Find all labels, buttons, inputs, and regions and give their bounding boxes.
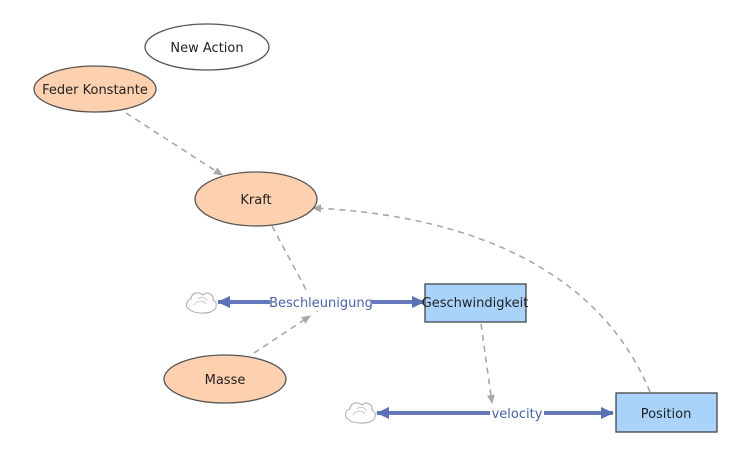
node-masse[interactable]: Masse [163,354,287,404]
node-geschwindigkeit[interactable]: Geschwindigkeit [422,283,529,323]
flow-label-velocity: velocity [492,407,543,422]
cloud-icon [186,292,217,314]
flow-label-beschleunigung: Beschleunigung [269,296,373,311]
flow-beschleunigung[interactable]: Beschleunigung [217,293,425,311]
link-geschwindigkeit-velocity [480,323,495,404]
flow-velocity[interactable]: velocity [376,404,614,422]
node-label: Masse [205,373,246,388]
node-label: Geschwindigkeit [422,296,529,311]
flow-label-bg [490,404,544,422]
link-masse-beschleunigung [253,315,311,354]
node-position[interactable]: Position [615,392,718,433]
node-label: New Action [170,41,243,56]
flow-label-bg [270,293,372,311]
node-label: Position [641,407,692,422]
node-label: Kraft [240,193,271,208]
cloud-icon [345,402,376,424]
link-position-kraft [312,204,651,393]
node-feder-konstante[interactable]: Feder Konstante [33,65,157,113]
node-new-action[interactable]: New Action [144,23,270,71]
node-label: Feder Konstante [42,83,148,98]
link-feder-kraft [125,112,223,176]
node-kraft[interactable]: Kraft [194,171,318,227]
